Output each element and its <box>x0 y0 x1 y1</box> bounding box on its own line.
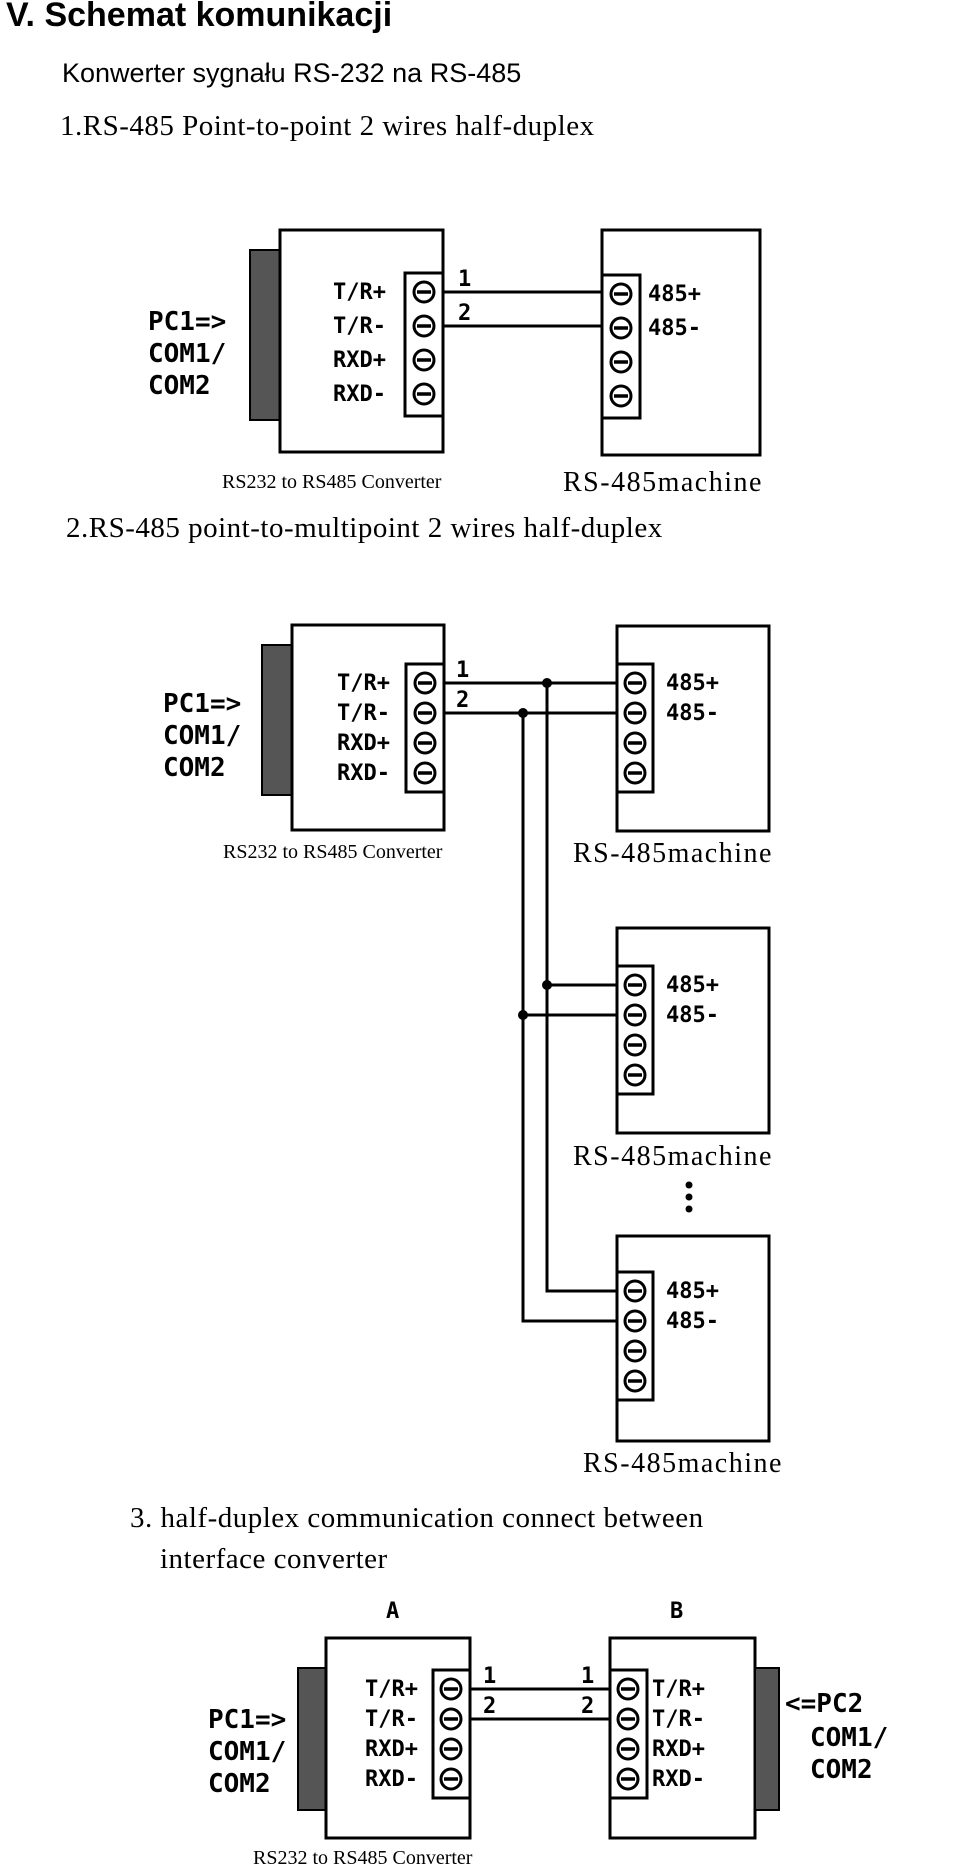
wire-number-2: 2 <box>458 301 471 326</box>
pc2-label-line1: <=PC2 <box>785 1689 863 1719</box>
diagram3: A B PC1=> COM1/ COM2 T/R+ T/R- RXD+ RXD-… <box>208 1599 888 1868</box>
b-terminal-rxd-plus: RXD+ <box>652 1737 705 1762</box>
pc2-port-connector <box>754 1667 780 1811</box>
machine-label-485-minus: 485- <box>666 1003 719 1028</box>
pc1-label-line1: PC1=> <box>208 1705 286 1735</box>
pc1-port-connector <box>297 1667 327 1811</box>
diagram2-heading: 2.RS-485 point-to-multipoint 2 wires hal… <box>66 512 663 544</box>
diagram3-heading-line2: interface converter <box>160 1543 388 1575</box>
junction-dot <box>518 1010 528 1020</box>
pc-label-line3: COM2 <box>148 371 211 401</box>
pc-port-connector <box>261 644 293 796</box>
terminal-label-tr-minus: T/R- <box>333 314 386 339</box>
a-terminal-tr-minus: T/R- <box>365 1707 418 1732</box>
wire-number-1: 1 <box>456 658 469 683</box>
label-a: A <box>386 1599 399 1624</box>
pc2-label-line3: COM2 <box>810 1755 873 1785</box>
terminal-label-tr-plus: T/R+ <box>333 280 386 305</box>
machine-label-485-plus: 485+ <box>666 973 719 998</box>
diagram3-heading-line1: 3. half-duplex communication connect bet… <box>130 1502 704 1534</box>
pc-label-line1: PC1=> <box>163 689 241 719</box>
wire-number-1: 1 <box>458 267 471 292</box>
terminal-label-rxd-minus: RXD- <box>333 382 386 407</box>
machine-label-485-minus: 485- <box>648 316 701 341</box>
wire-b-number-1: 1 <box>581 1664 594 1689</box>
pc-label-line2: COM1/ <box>163 721 241 751</box>
label-b: B <box>670 1599 683 1624</box>
terminal-label-rxd-plus: RXD+ <box>333 348 386 373</box>
bus-line-minus <box>521 713 624 1323</box>
machine-label-485-plus: 485+ <box>666 671 719 696</box>
pc-label-line2: COM1/ <box>148 339 226 369</box>
a-terminal-rxd-plus: RXD+ <box>365 1737 418 1762</box>
pc-label-line1: PC1=> <box>148 307 226 337</box>
pc1-label-line3: COM2 <box>208 1769 271 1799</box>
machine-caption: RS-485machine <box>573 838 773 869</box>
junction-dot <box>542 678 552 688</box>
junction-dot <box>518 708 528 718</box>
wire-a-number-1: 1 <box>483 1664 496 1689</box>
converter-caption: RS232 to RS485 Converter <box>253 1847 473 1868</box>
bus-line-plus <box>545 683 624 1293</box>
machine-label-485-plus: 485+ <box>666 1279 719 1304</box>
wire-b-number-2: 2 <box>581 1694 594 1719</box>
b-terminal-tr-minus: T/R- <box>652 1707 705 1732</box>
machine-label-485-minus: 485- <box>666 1309 719 1334</box>
wire-number-2: 2 <box>456 688 469 713</box>
section-title: V. Schemat komunikacji <box>6 0 393 34</box>
diagram1-heading: 1.RS-485 Point-to-point 2 wires half-dup… <box>60 110 595 142</box>
machine-caption: RS-485machine <box>563 467 763 498</box>
ellipsis-dot <box>685 1181 693 1189</box>
ellipsis-dot <box>685 1193 693 1201</box>
converter-caption: RS232 to RS485 Converter <box>223 841 443 863</box>
pc-label-line3: COM2 <box>163 753 226 783</box>
pc-port-connector <box>249 249 281 421</box>
pc1-label-line2: COM1/ <box>208 1737 286 1767</box>
subtitle: Konwerter sygnału RS-232 na RS-485 <box>62 58 522 88</box>
terminal-label-tr-plus: T/R+ <box>337 671 390 696</box>
converter-caption: RS232 to RS485 Converter <box>222 471 442 493</box>
a-terminal-tr-plus: T/R+ <box>365 1677 418 1702</box>
machine-label-485-minus: 485- <box>666 701 719 726</box>
a-terminal-rxd-minus: RXD- <box>365 1767 418 1792</box>
junction-dot <box>542 980 552 990</box>
diagram1: PC1=> COM1/ COM2 T/R+ T/R- RXD+ RXD- 1 2… <box>148 228 763 498</box>
b-terminal-tr-plus: T/R+ <box>652 1677 705 1702</box>
ellipsis-dot <box>685 1205 693 1213</box>
terminal-label-rxd-minus: RXD- <box>337 761 390 786</box>
diagram2: PC1=> COM1/ COM2 T/R+ T/R- RXD+ RXD- 1 2 <box>163 623 783 1479</box>
pc2-label-line2: COM1/ <box>810 1723 888 1753</box>
terminal-label-rxd-plus: RXD+ <box>337 731 390 756</box>
wire-a-number-2: 2 <box>483 1694 496 1719</box>
machine-label-485-plus: 485+ <box>648 282 701 307</box>
b-terminal-rxd-minus: RXD- <box>652 1767 705 1792</box>
machine-caption: RS-485machine <box>583 1448 783 1479</box>
terminal-label-tr-minus: T/R- <box>337 701 390 726</box>
machine-caption: RS-485machine <box>573 1141 773 1172</box>
